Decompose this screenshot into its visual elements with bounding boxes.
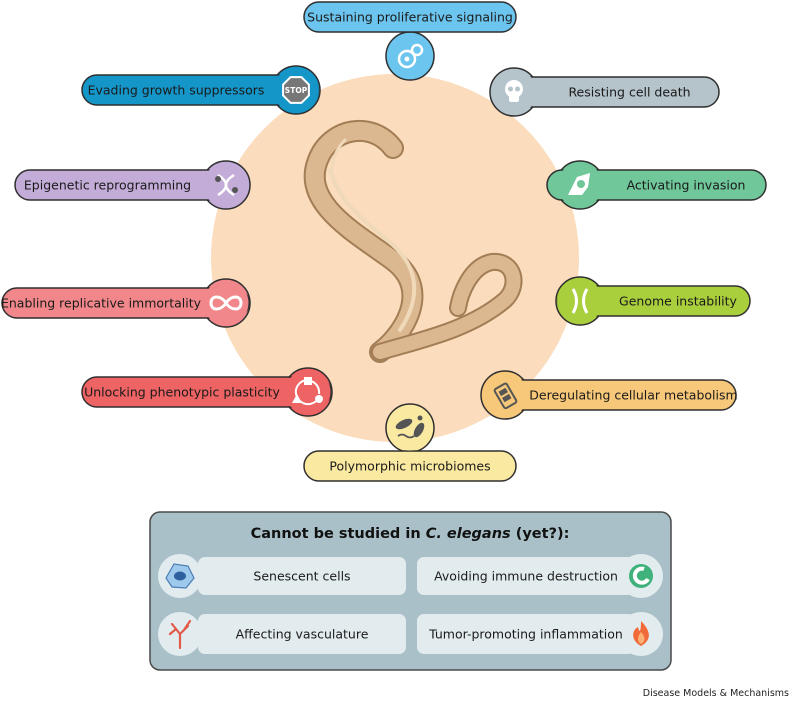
- plasticity-cycle-icon: [292, 377, 323, 406]
- dna-methylation-icon: [215, 173, 238, 197]
- box-cell-label: Tumor-promoting inflammation: [428, 627, 623, 642]
- hallmark-pill: Sustaining proliferative signaling: [303, 1, 517, 81]
- hallmark-pill: Evading growth suppressors STOP: [81, 65, 321, 115]
- hallmark-pill: Genome instability: [555, 276, 751, 326]
- hallmark-label: Enabling replicative immortality: [1, 296, 202, 311]
- cell-division-icon: [397, 43, 424, 69]
- journal-credit: Disease Models & Mechanisms: [642, 688, 789, 699]
- box-cell: Tumor-promoting inflammation: [417, 612, 663, 656]
- stop-sign-icon: STOP: [282, 76, 310, 104]
- hallmark-pill: Activating invasion: [546, 160, 767, 210]
- not-studied-box: Cannot be studied in C. elegans (yet?): …: [149, 511, 672, 671]
- hallmark-label: Deregulating cellular metabolism: [529, 388, 737, 403]
- hallmark-pill: Epigenetic reprogramming: [14, 160, 251, 210]
- worm-illustration: [303, 120, 523, 363]
- skull-icon: [505, 80, 523, 102]
- hallmark-pill: Deregulating cellular metabolism: [480, 370, 738, 420]
- immune-cell-icon: [629, 564, 653, 588]
- senescent-cell-icon: [165, 563, 195, 589]
- box-cell-label: Avoiding immune destruction: [434, 569, 618, 584]
- battery-icon: [493, 382, 518, 410]
- invading-cell-icon: [568, 173, 590, 195]
- hallmark-pill: Enabling replicative immortality: [1, 278, 251, 328]
- box-cell-label: Senescent cells: [253, 569, 350, 584]
- bacteria-icon: [395, 415, 425, 439]
- box-cell: Senescent cells: [158, 554, 406, 598]
- box-title: Cannot be studied in C. elegans (yet?):: [251, 526, 570, 542]
- hallmark-label: Epigenetic reprogramming: [24, 178, 191, 193]
- hallmark-label: Sustaining proliferative signaling: [307, 10, 513, 25]
- chromosome-icon: [571, 288, 589, 314]
- box-cell-label: Affecting vasculature: [236, 627, 369, 642]
- hallmark-pill: Resisting cell death: [489, 67, 720, 117]
- stop-sign-text: STOP: [285, 86, 308, 95]
- hallmark-pill: Polymorphic microbiomes: [303, 403, 517, 482]
- hallmark-label: Polymorphic microbiomes: [329, 459, 490, 474]
- hallmark-label: Genome instability: [619, 294, 738, 309]
- box-cell: Avoiding immune destruction: [417, 554, 663, 598]
- infinity-icon: [209, 295, 243, 311]
- box-cells: Senescent cells Avoiding immune destructi…: [158, 554, 663, 656]
- box-cell: Affecting vasculature: [158, 612, 406, 656]
- hallmark-label: Activating invasion: [627, 178, 746, 193]
- hallmark-pills: Sustaining proliferative signalingResist…: [1, 1, 767, 482]
- hallmark-label: Evading growth suppressors: [88, 83, 265, 98]
- blood-vessel-icon: [168, 619, 192, 650]
- hallmark-label: Unlocking phenotypic plasticity: [84, 385, 280, 400]
- flame-icon: [633, 621, 649, 646]
- hallmark-label: Resisting cell death: [568, 85, 690, 100]
- hallmark-pill: Unlocking phenotypic plasticity: [81, 367, 333, 417]
